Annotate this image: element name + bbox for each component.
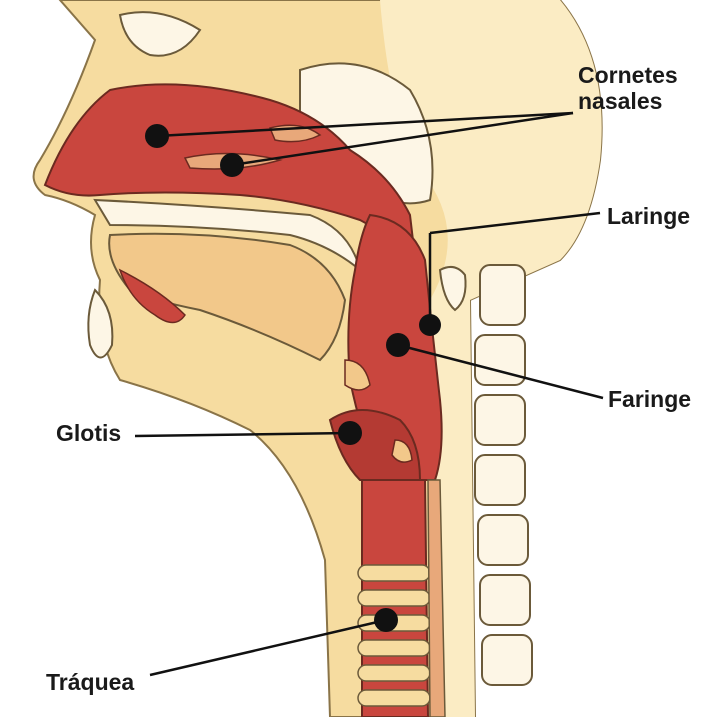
tracheal-ring: [358, 665, 430, 681]
label-laringe: Laringe: [607, 203, 690, 229]
vertebra: [482, 635, 532, 685]
label-cornetes-line1: Cornetes: [578, 62, 678, 88]
marker-traquea: [374, 608, 398, 632]
marker-glotis: [338, 421, 362, 445]
vertebra: [475, 395, 525, 445]
vertebra: [475, 335, 525, 385]
tracheal-ring: [358, 640, 430, 656]
tracheal-ring: [358, 690, 430, 706]
cervical-vertebrae: [475, 265, 532, 685]
label-cornetes-line2: nasales: [578, 88, 678, 114]
marker-cornetes-upper: [145, 124, 169, 148]
label-traquea: Tráquea: [46, 669, 134, 695]
vertebra: [480, 265, 525, 325]
marker-faringe: [386, 333, 410, 357]
label-glotis: Glotis: [56, 420, 121, 446]
vertebra: [480, 575, 530, 625]
marker-laringe: [419, 314, 441, 336]
label-faringe: Faringe: [608, 386, 691, 412]
marker-cornetes-lower: [220, 153, 244, 177]
tracheal-ring: [358, 565, 430, 581]
vertebra: [478, 515, 528, 565]
vertebra: [475, 455, 525, 505]
label-cornetes-nasales: Cornetes nasales: [578, 62, 678, 114]
tracheal-ring: [358, 590, 430, 606]
